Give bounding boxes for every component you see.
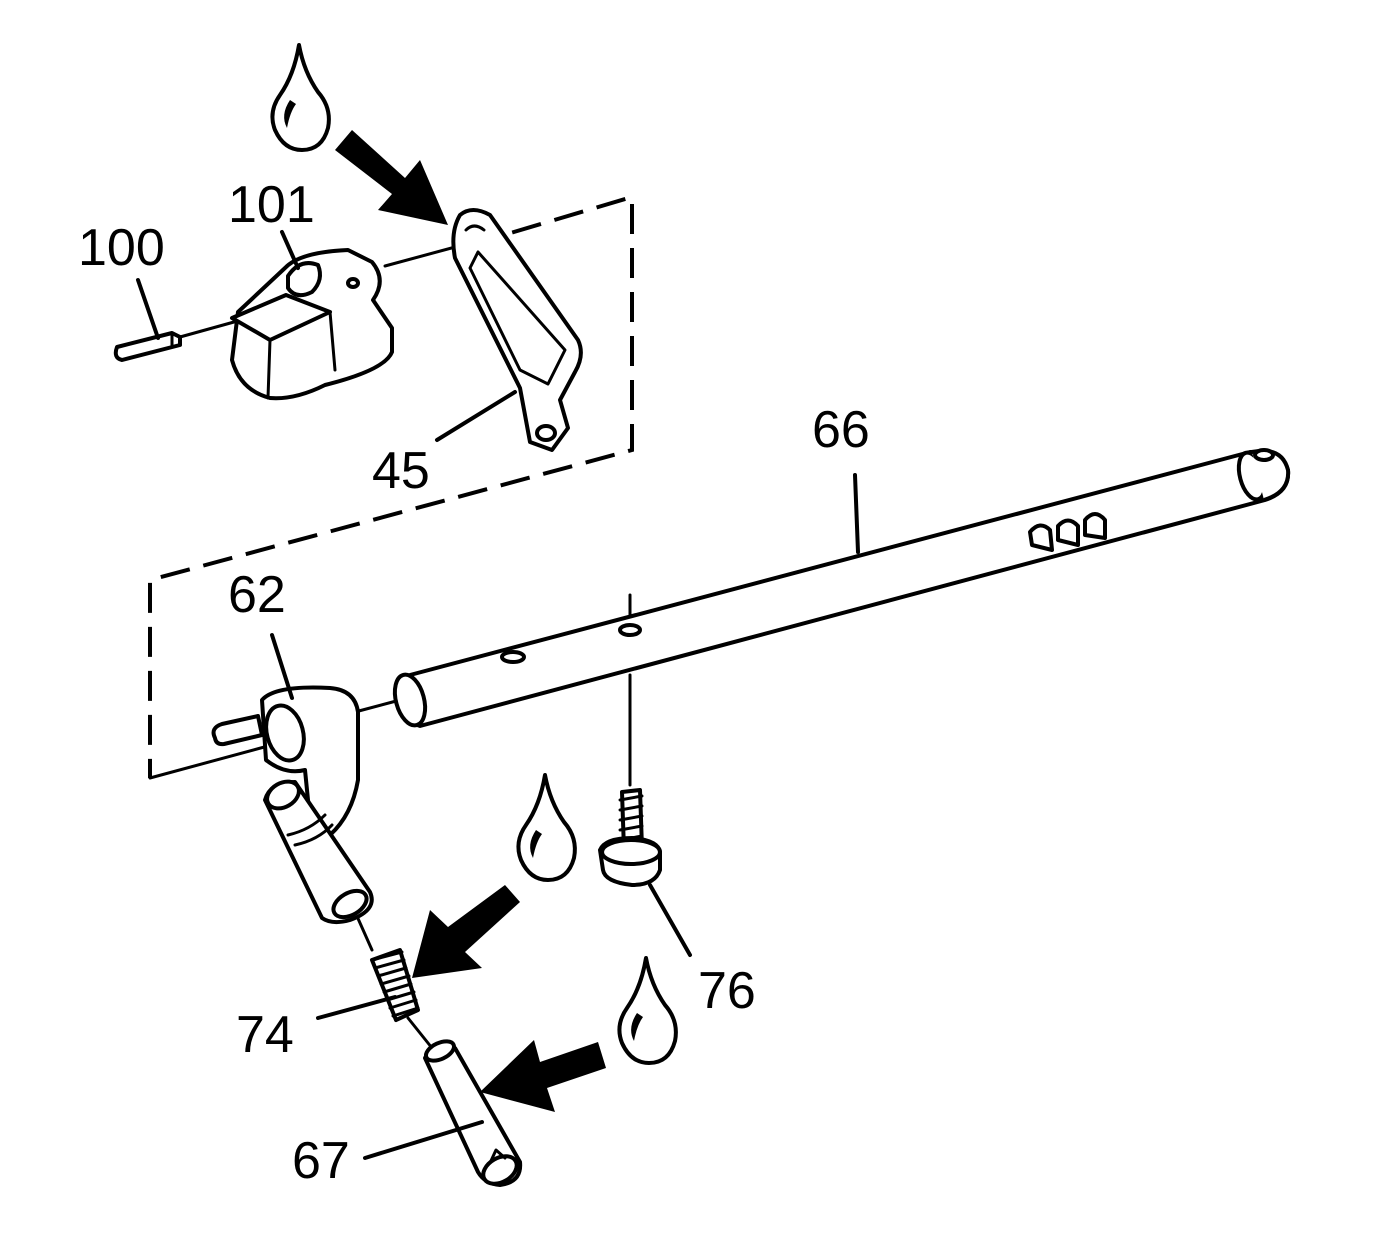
callout-101: 101 [228,176,315,234]
apply-arrow-icon [480,1040,606,1112]
part-45-bracket [435,208,583,452]
part-101-block [230,230,394,401]
callout-76: 76 [698,962,756,1020]
part-66-rail [392,448,1291,728]
part-62-detent-sleeve [263,779,374,925]
callout-66: 66 [812,401,870,459]
lubricant-drop-icon [617,956,678,1065]
part-62-lever [211,633,360,837]
callout-67: 67 [292,1132,350,1190]
part-100-pin [113,278,182,362]
apply-arrow-icon [412,885,520,978]
part-74-spring [316,948,420,1022]
part-76-bolt [598,788,692,957]
callout-74: 74 [236,1006,294,1064]
lubricant-drop-icon [516,773,577,882]
callout-62: 62 [228,566,286,624]
lubricant-drop-icon [270,43,331,152]
callout-100: 100 [78,219,165,277]
part-67-plunger [363,1039,523,1187]
apply-arrow-icon [335,130,448,225]
assembly-dashed-outline [148,194,634,778]
callout-45: 45 [372,442,430,500]
assembly-centerlines [148,241,632,1050]
